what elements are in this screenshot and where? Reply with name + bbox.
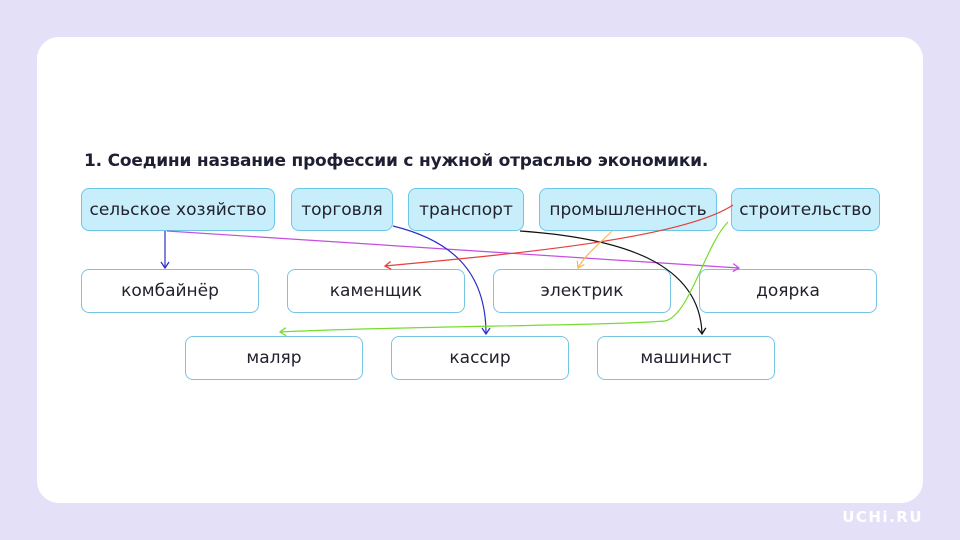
industry-trade[interactable]: торговля bbox=[291, 188, 393, 231]
industry-transport[interactable]: транспорт bbox=[408, 188, 524, 231]
industry-construction[interactable]: строительство bbox=[731, 188, 880, 231]
profession-electrician[interactable]: электрик bbox=[493, 269, 671, 313]
profession-combine-operator[interactable]: комбайнёр bbox=[81, 269, 259, 313]
profession-milkmaid[interactable]: доярка bbox=[699, 269, 877, 313]
industry-manufacturing[interactable]: промышленность bbox=[539, 188, 717, 231]
profession-train-driver[interactable]: машинист bbox=[597, 336, 775, 380]
profession-cashier[interactable]: кассир bbox=[391, 336, 569, 380]
task-title: 1. Соедини название профессии с нужной о… bbox=[84, 151, 709, 171]
profession-painter[interactable]: маляр bbox=[185, 336, 363, 380]
uchi-ru-logo: UCHi.RU bbox=[842, 508, 923, 526]
industry-agriculture[interactable]: сельское хозяйство bbox=[81, 188, 275, 231]
profession-mason[interactable]: каменщик bbox=[287, 269, 465, 313]
